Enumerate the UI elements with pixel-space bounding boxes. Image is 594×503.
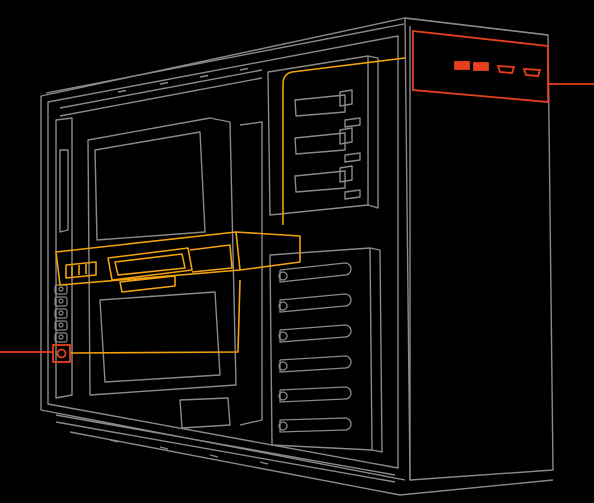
hdmi-port-1 — [496, 65, 516, 74]
expansion-cage-side — [369, 247, 383, 453]
rear-ports — [54, 284, 68, 343]
rear-io-callout-box — [52, 344, 71, 363]
case-side-outer — [40, 96, 406, 481]
drive-bay-2-tab — [339, 127, 353, 145]
hdd-module-inner-2 — [114, 253, 186, 276]
bottom-screws — [109, 439, 269, 465]
drive-bay-1 — [294, 94, 346, 117]
case-bottom-rail — [55, 414, 396, 476]
slot-hole-1 — [278, 271, 288, 281]
case-side-inner-frame — [47, 35, 399, 469]
rear-port-4 — [54, 320, 68, 331]
top-rail-2 — [59, 77, 263, 117]
orange-highlight — [55, 57, 406, 354]
hdd-connector-pins — [71, 264, 87, 276]
drive-bay-3-tab — [339, 165, 353, 183]
right-rail — [239, 121, 263, 426]
callout-front-io — [412, 29, 594, 103]
drive-bay-3-tab-r — [344, 189, 361, 200]
drive-bay-3 — [294, 170, 346, 193]
rear-io-cable — [69, 279, 241, 354]
drive-bay-1-tab-r — [344, 117, 361, 128]
slot-hole-4 — [278, 361, 288, 371]
slot-hole-6 — [278, 421, 288, 431]
drive-bay-1-tab — [339, 89, 353, 107]
lower-cutout — [99, 291, 221, 383]
rear-port-3 — [54, 308, 68, 319]
hdd-module-right — [189, 244, 233, 273]
rear-port-2 — [54, 296, 68, 307]
expansion-slot-3 — [279, 324, 352, 343]
front-io-cable — [282, 57, 406, 225]
case-top-inner — [45, 23, 405, 94]
slot-hole-5 — [278, 391, 288, 401]
expansion-slot-1 — [279, 262, 352, 283]
case-bottom-plate — [69, 431, 554, 496]
top-screw-1 — [117, 89, 127, 93]
usb-port-2 — [473, 62, 489, 71]
cpu-cutout — [94, 131, 206, 241]
drive-bay-2-tab-r — [344, 152, 361, 163]
case-bottom-rail-2 — [55, 421, 396, 483]
expansion-slot-6 — [279, 417, 352, 433]
expansion-slot-4 — [279, 355, 352, 373]
hdmi-port-2 — [522, 68, 542, 77]
rear-port-1 — [54, 284, 68, 295]
drive-bay-2 — [294, 132, 346, 155]
hdd-connector — [65, 261, 97, 279]
rear-io-jack — [56, 348, 67, 359]
hdd-module-bottom — [119, 275, 176, 293]
rear-port-5 — [54, 332, 68, 343]
hdd-module-top — [235, 231, 241, 271]
expansion-slot-2 — [279, 293, 352, 313]
hdd-module-inner — [107, 247, 193, 281]
callout-rear-io — [0, 344, 71, 363]
top-screw-3 — [199, 74, 209, 78]
slot-hole-2 — [278, 301, 288, 311]
usb-port-1 — [454, 61, 470, 70]
case-front-face — [404, 17, 554, 481]
small-cutout — [179, 397, 231, 429]
drive-cage-side — [367, 55, 379, 209]
top-screw-2 — [159, 81, 169, 85]
case-body — [40, 17, 554, 496]
expansion-slot-5 — [279, 386, 352, 403]
hdd-module-front — [55, 231, 301, 286]
case-top-edge — [40, 17, 549, 97]
rear-panel-slot — [59, 149, 69, 233]
front-io-callout-box — [412, 29, 549, 103]
slot-hole-3 — [278, 331, 288, 341]
top-screw-4 — [239, 67, 249, 71]
top-rail — [59, 69, 263, 109]
expansion-slots — [278, 262, 352, 433]
